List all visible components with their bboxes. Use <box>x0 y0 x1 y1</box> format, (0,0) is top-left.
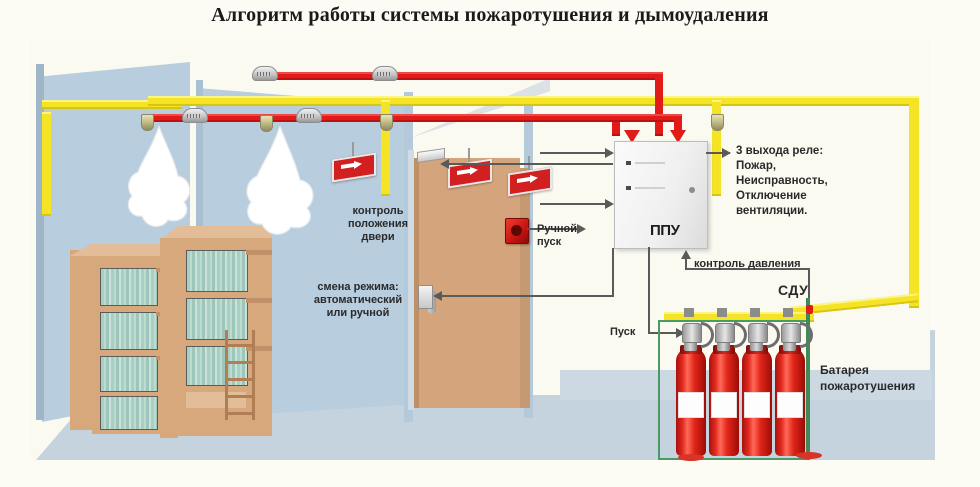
signal-arrowhead-door-position <box>440 159 449 169</box>
label-door-position: контроль положения двери <box>347 205 409 243</box>
signal-line-pressure-vert <box>808 268 810 308</box>
door-secondary <box>520 168 530 408</box>
signal-line-pressure-horiz <box>685 268 810 270</box>
pipe-yellow-manifold <box>664 312 814 322</box>
ppu-knob[interactable] <box>689 187 695 193</box>
signal-line-start-down <box>648 247 650 332</box>
battery-frame-pole <box>806 298 810 460</box>
signal-arrowhead-bus-2 <box>605 199 614 209</box>
ladder <box>225 330 255 420</box>
signal-line-pressure-riser <box>685 258 687 270</box>
sdu-pressure-switch <box>806 305 813 314</box>
pipe-yellow-branch-mid2 <box>712 100 721 196</box>
smoke-detector-1 <box>252 66 278 81</box>
signal-arrowhead-pressure <box>681 250 691 259</box>
control-panel-ppu[interactable] <box>614 141 708 249</box>
pipe-yellow-elbow-left <box>42 100 182 109</box>
manifold-tee-4 <box>783 308 793 317</box>
foot-plate-2 <box>796 452 822 459</box>
label-pressure-control: контроль давления <box>694 258 801 270</box>
signal-line-bus-2 <box>540 203 612 205</box>
smoke-detector-2 <box>372 66 398 81</box>
wall-left-edge <box>36 64 44 420</box>
gas-cloud-2 <box>246 126 314 235</box>
signal-arrowhead-mode-switch <box>433 291 442 301</box>
label-start: Пуск <box>610 326 636 338</box>
ppu-led-1 <box>626 161 631 165</box>
signal-arrowhead-relay-outputs <box>722 148 731 158</box>
gas-cloud-1 <box>127 126 191 227</box>
arrowhead-red-a <box>624 130 640 143</box>
signal-line-relay-outputs <box>706 152 730 154</box>
battery-frame-left <box>658 320 660 460</box>
ppu-text-line-1 <box>635 162 665 164</box>
label-mode-switch: смена режима: автоматический или ручной <box>313 281 403 319</box>
signal-line-start-left <box>648 332 684 334</box>
smoke-detector-4 <box>296 108 322 123</box>
signal-line-mode-switch-riser <box>612 248 614 297</box>
signal-arrowhead-manual-start <box>577 224 586 234</box>
signal-line-mode-switch <box>440 295 614 297</box>
pipe-yellow-right-riser <box>909 96 919 308</box>
signal-line-bus-1 <box>540 152 612 154</box>
exit-sign-stem-2 <box>468 148 470 162</box>
label-manual-start: Ручной пуск <box>537 223 577 248</box>
battery-frame-top <box>658 320 810 322</box>
signal-line-door-position-v <box>611 163 613 164</box>
manual-call-point[interactable] <box>505 218 529 244</box>
ppu-label: ППУ <box>650 222 680 239</box>
arrowhead-red-b <box>670 130 686 143</box>
gas-nozzle-1 <box>141 114 154 131</box>
manifold-tee-1 <box>684 308 694 317</box>
cable-red-drop-a <box>674 114 682 136</box>
smoke-detector-3 <box>182 108 208 123</box>
signal-arrowhead-bus-1 <box>605 148 614 158</box>
label-relay-outputs: 3 выхода реле: Пожар, Неисправность, Отк… <box>736 145 828 217</box>
exit-sign-stem-1 <box>352 142 354 156</box>
signal-line-door-position <box>447 163 613 165</box>
manifold-tee-3 <box>750 308 760 317</box>
pipe-yellow-branch-mid1 <box>381 100 390 196</box>
signal-arrowhead-start <box>676 328 685 338</box>
pipe-yellow-vertical-left <box>42 112 51 216</box>
page-title: Алгоритм работы системы пожаротушения и … <box>211 4 769 26</box>
ppu-text-line-2 <box>635 187 665 189</box>
cable-red-lower-riser <box>612 114 620 136</box>
pipe-yellow-main-top <box>148 96 918 106</box>
cable-red-lower-run <box>150 114 680 122</box>
cable-red-lower-corner <box>612 114 682 122</box>
cable-red-upper-run <box>256 72 662 80</box>
label-sdu: СДУ <box>778 282 809 298</box>
cable-red-upper-riser <box>655 72 663 136</box>
label-battery: Батарея пожаротушения <box>820 363 916 393</box>
gas-nozzle-4 <box>711 114 724 131</box>
manifold-tee-2 <box>717 308 727 317</box>
mode-switch-device[interactable] <box>418 285 433 309</box>
gas-nozzle-2 <box>260 115 273 132</box>
foot-plate-1 <box>678 454 704 461</box>
battery-frame-bottom <box>658 458 810 460</box>
gas-nozzle-3 <box>380 114 393 131</box>
signal-line-manual-start <box>527 228 577 230</box>
ppu-led-2 <box>626 186 631 190</box>
